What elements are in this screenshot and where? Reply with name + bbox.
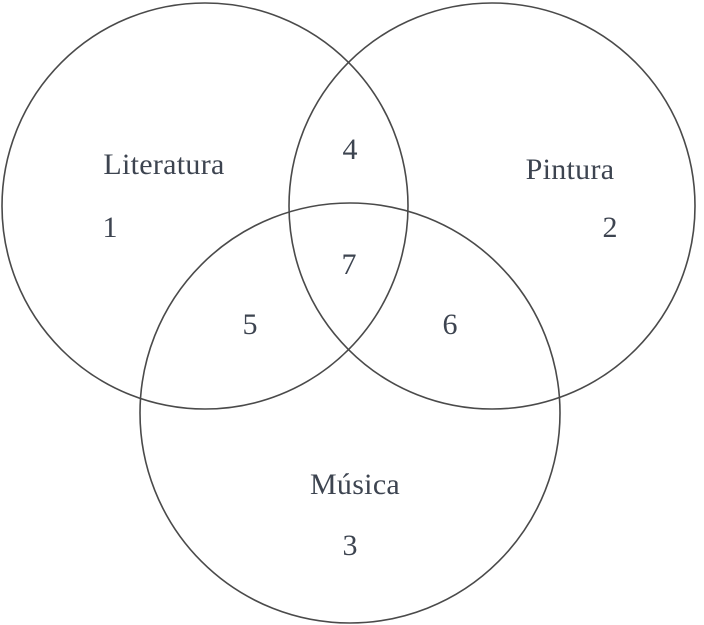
region-count-literatura-and-musica: 5: [242, 308, 258, 341]
circle-pintura: [288, 2, 696, 410]
set-label-musica: Música: [309, 468, 401, 501]
circle-musica: [139, 202, 561, 624]
region-count-only-musica: 3: [342, 529, 358, 562]
region-count-only-literatura: 1: [102, 211, 118, 244]
region-count-all-three: 7: [341, 248, 357, 281]
region-count-only-pintura: 2: [602, 211, 618, 244]
region-count-literatura-and-pintura: 4: [342, 133, 358, 166]
region-count-pintura-and-musica: 6: [442, 308, 458, 341]
set-label-literatura: Literatura: [103, 148, 225, 181]
circle-literatura: [1, 2, 409, 410]
set-label-pintura: Pintura: [525, 153, 615, 186]
